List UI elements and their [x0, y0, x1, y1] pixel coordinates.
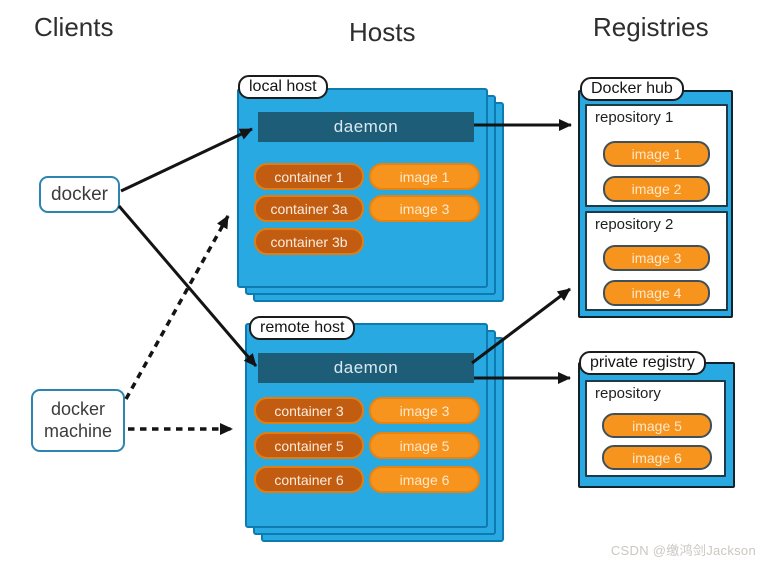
- repository-2-title: repository 2: [595, 216, 674, 233]
- registries-column-header: Registries: [593, 12, 709, 42]
- docker-hub-label: Docker hub: [580, 77, 684, 101]
- docker-client-node: docker: [39, 176, 120, 213]
- container-pill: container 3a: [254, 195, 364, 222]
- image-pill: image 3: [369, 397, 480, 424]
- registry-image-pill: image 1: [603, 141, 710, 167]
- arrow-docker-to-remote-daemon: [117, 205, 258, 367]
- remote-host-daemon-bar: daemon: [258, 353, 474, 383]
- repository-1-title: repository 1: [595, 109, 674, 126]
- container-pill: container 1: [254, 163, 364, 190]
- local-host-daemon-bar: daemon: [258, 112, 474, 142]
- repository-1-box: repository 1 image 1 image 2: [585, 104, 728, 207]
- arrow-docker-machine-to-local-host-dashed: [124, 215, 230, 400]
- image-pill: image 5: [369, 432, 480, 459]
- private-repository-box: repository image 5 image 6: [585, 380, 726, 477]
- csdn-watermark: CSDN @缴鸿剑Jackson: [610, 543, 756, 558]
- container-pill: container 6: [254, 466, 364, 493]
- registry-image-pill: image 4: [603, 280, 710, 306]
- hosts-column-header: Hosts: [349, 17, 416, 47]
- remote-host-label: remote host: [249, 316, 356, 340]
- docker-machine-client-node: docker machine: [31, 389, 125, 452]
- container-pill: container 3b: [254, 228, 364, 255]
- image-pill: image 1: [369, 163, 480, 190]
- clients-column-header: Clients: [34, 12, 114, 42]
- registry-image-pill: image 3: [603, 245, 710, 271]
- registry-image-pill: image 2: [603, 176, 710, 202]
- container-pill: container 5: [254, 432, 364, 459]
- local-host-label: local host: [238, 75, 328, 99]
- private-registry-label: private registry: [579, 351, 706, 375]
- arrow-docker-to-local-daemon: [120, 127, 253, 193]
- repository-2-box: repository 2 image 3 image 4: [585, 211, 728, 311]
- registry-image-pill: image 5: [602, 413, 712, 438]
- container-pill: container 3: [254, 397, 364, 424]
- private-repository-title: repository: [595, 385, 661, 402]
- image-pill: image 6: [369, 466, 480, 493]
- image-pill: image 3: [369, 195, 480, 222]
- registry-image-pill: image 6: [602, 445, 712, 470]
